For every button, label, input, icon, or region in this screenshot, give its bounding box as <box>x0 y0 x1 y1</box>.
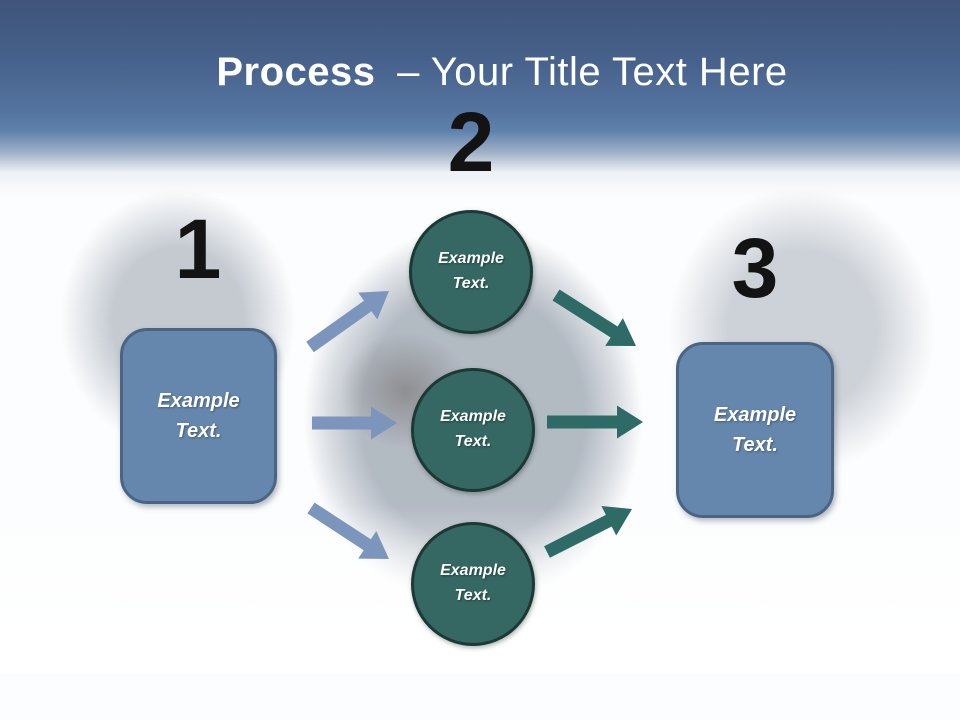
arrow-right-middle-icon <box>547 405 643 439</box>
slide-title: Process – Your Title Text Here <box>0 50 960 95</box>
step-number-3: 3 <box>731 221 779 315</box>
arrow-left-middle-icon <box>312 406 397 440</box>
arrow-left-bottom-icon <box>307 502 389 559</box>
process-circle-2: Example Text. <box>411 368 535 492</box>
step-number-2: 2 <box>447 95 495 189</box>
arrow-left-top-icon <box>306 291 389 353</box>
title-emphasis: Process <box>216 50 376 94</box>
title-banner: Process – Your Title Text Here <box>0 0 960 198</box>
circle-3-label: Example Text. <box>440 562 506 604</box>
process-end-box: Example Text. <box>676 342 834 518</box>
end-box-label: Example Text. <box>713 404 797 456</box>
circle-1-label: Example Text. <box>438 250 504 292</box>
start-box-label: Example Text. <box>157 390 240 442</box>
title-rest: – Your Title Text Here <box>397 50 788 94</box>
process-circle-3: Example Text. <box>411 522 535 646</box>
process-start-box: Example Text. <box>120 328 277 504</box>
arrow-right-top-icon <box>552 289 636 346</box>
process-circle-1: Example Text. <box>409 210 533 334</box>
arrow-right-bottom-icon <box>544 506 632 558</box>
step-number-1: 1 <box>174 202 222 296</box>
circle-2-label: Example Text. <box>440 408 506 450</box>
